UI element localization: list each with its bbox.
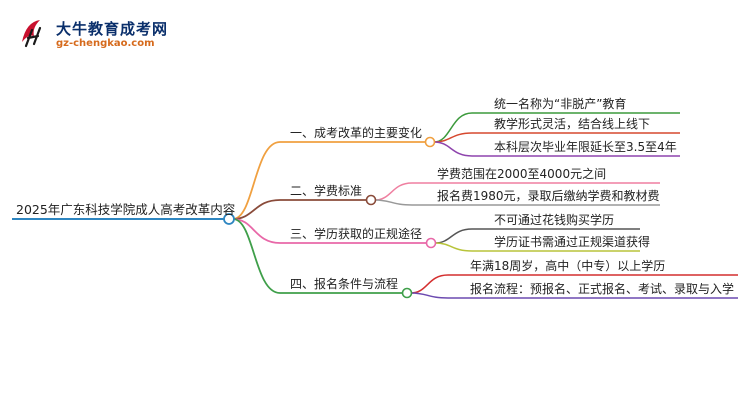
branch-node-1 (424, 136, 436, 148)
leaf-label-4-1: 年满18周岁，高中（中专）以上学历 (470, 259, 666, 273)
branch-node-2 (365, 194, 377, 206)
branch-label-4: 四、报名条件与流程 (290, 277, 399, 291)
leaf-label-1-3: 本科层次毕业年限延长至3.5至4年 (494, 140, 677, 154)
brand-url: gz-chengkao.com (56, 38, 155, 49)
leaf-connector-2-2 (374, 199, 413, 206)
leaf-connector-4-1 (410, 274, 449, 294)
branch-connector-4 (232, 218, 281, 294)
leaf-label-3-1: 不可通过花钱购买学历 (494, 213, 615, 227)
leaf-label-2-2: 报名费1980元，录取后缴纳学费和教材费 (437, 189, 660, 203)
leaf-connector-3-1 (434, 228, 473, 244)
branch-connector-1 (232, 141, 281, 220)
brand-name: 大牛教育成考网 (56, 20, 169, 38)
leaf-label-1-1: 统一名称为“非脱产”教育 (494, 97, 627, 111)
leaf-label-3-2: 学历证书需通过正规渠道获得 (494, 235, 651, 249)
branch-connector-2 (232, 199, 281, 220)
brand-mark-icon (22, 20, 42, 48)
branch-node-3 (425, 237, 437, 249)
branch-label-1: 一、成考改革的主要变化 (290, 126, 423, 140)
brand-logo: 大牛教育成考网 gz-chengkao.com (18, 16, 218, 56)
mindmap-nodes (223, 136, 437, 299)
root-node (223, 213, 235, 225)
branch-label-3: 三、学历获取的正规途径 (290, 227, 423, 241)
branch-node-4 (401, 287, 413, 299)
branch-label-2: 二、学费标准 (290, 184, 363, 198)
leaf-connector-2-1 (374, 182, 413, 201)
leaf-label-4-2: 报名流程：预报名、正式报名、考试、录取与入学 (470, 282, 735, 296)
mindmap-edges (12, 112, 738, 299)
leaf-label-1-2: 教学形式灵活，结合线上线下 (494, 117, 651, 131)
leaf-connector-3-2 (434, 242, 473, 252)
leaf-connector-1-3 (433, 141, 473, 157)
leaf-connector-4-2 (410, 292, 449, 299)
branch-connector-3 (232, 218, 281, 244)
root-topic: 2025年广东科技学院成人高考改革内容 (16, 202, 236, 217)
leaf-label-2-1: 学费范围在2000至4000元之间 (437, 167, 607, 181)
